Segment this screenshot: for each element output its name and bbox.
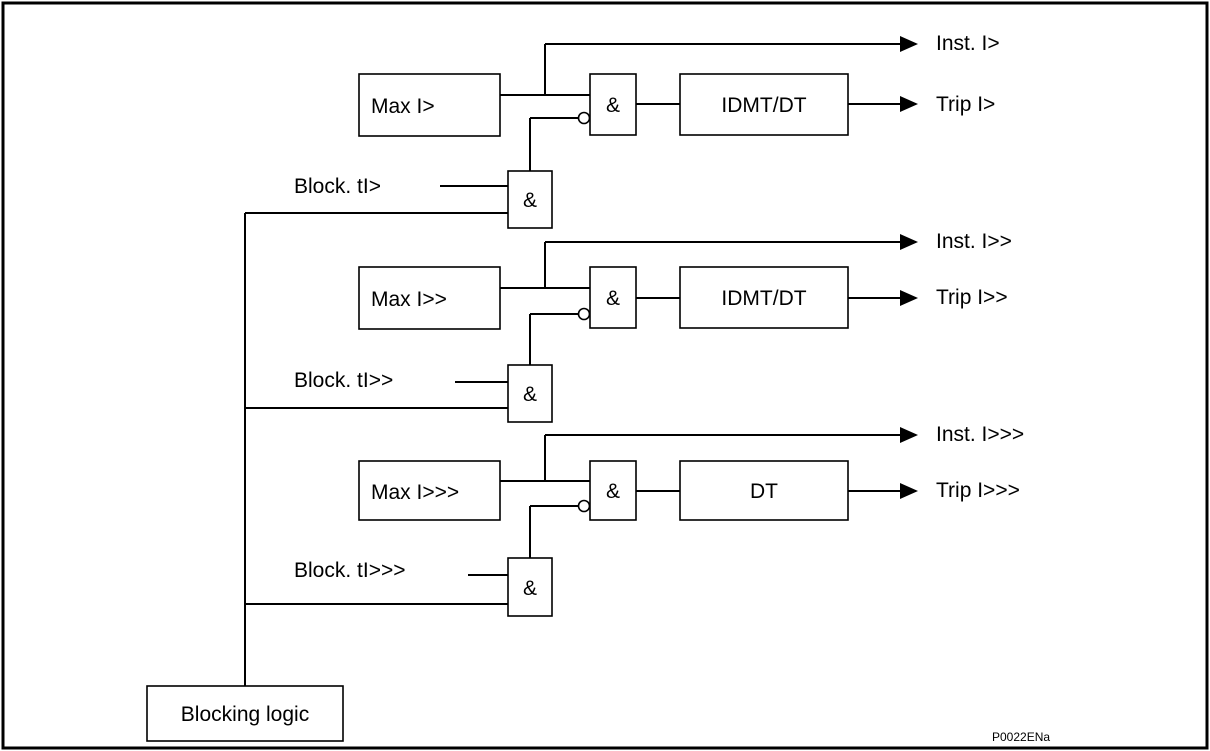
and-gate-label: & (606, 287, 620, 310)
max-current-label: Max I>>> (371, 481, 459, 504)
block-input-label: Block. tI> (294, 175, 381, 198)
figure-code: P0022ENa (992, 730, 1050, 744)
max-current-box (358, 460, 501, 521)
trip-output-label: Trip I> (936, 93, 995, 116)
trip-output-label: Trip I>>> (936, 479, 1020, 502)
blocking-logic-box (146, 685, 344, 742)
and-gate (589, 266, 637, 329)
block-and-gate (507, 170, 553, 229)
max-current-box (358, 73, 501, 137)
block-input-label: Block. tI>> (294, 369, 393, 392)
stage-1: Max I> & IDMT/DT & Inst. I> Trip I> Bloc… (245, 32, 1000, 229)
trip-output-label: Trip I>> (936, 286, 1008, 309)
block-and-gate-label: & (523, 577, 537, 600)
timer-label: IDMT/DT (721, 94, 806, 117)
block-and-gate-label: & (523, 189, 537, 212)
block-input-label: Block. tI>>> (294, 559, 405, 582)
inst-output-label: Inst. I>>> (936, 423, 1024, 446)
timer-box (679, 73, 849, 136)
block-and-gate (507, 364, 553, 423)
max-current-label: Max I>> (371, 288, 447, 311)
and-gate-label: & (606, 480, 620, 503)
inst-output-label: Inst. I> (936, 32, 1000, 55)
block-and-gate-label: & (523, 383, 537, 406)
timer-box (679, 266, 849, 329)
timer-box (679, 460, 849, 521)
max-current-label: Max I> (371, 95, 435, 118)
max-current-box (358, 266, 501, 330)
block-and-gate (507, 557, 553, 617)
timer-label: DT (750, 480, 778, 503)
timer-label: IDMT/DT (721, 287, 806, 310)
and-gate (589, 460, 637, 521)
stage-2: Max I>> & IDMT/DT & Inst. I>> Trip I>> B… (245, 230, 1012, 423)
inverted-input-bubble (577, 307, 591, 321)
blocking-logic-label: Blocking logic (181, 703, 309, 726)
inverted-input-bubble (577, 111, 591, 125)
and-gate (589, 73, 637, 136)
inverted-input-bubble (577, 499, 591, 513)
inst-output-label: Inst. I>> (936, 230, 1012, 253)
stage-3: Max I>>> & DT & Inst. I>>> Trip I>>> Blo… (245, 423, 1024, 617)
and-gate-label: & (606, 94, 620, 117)
